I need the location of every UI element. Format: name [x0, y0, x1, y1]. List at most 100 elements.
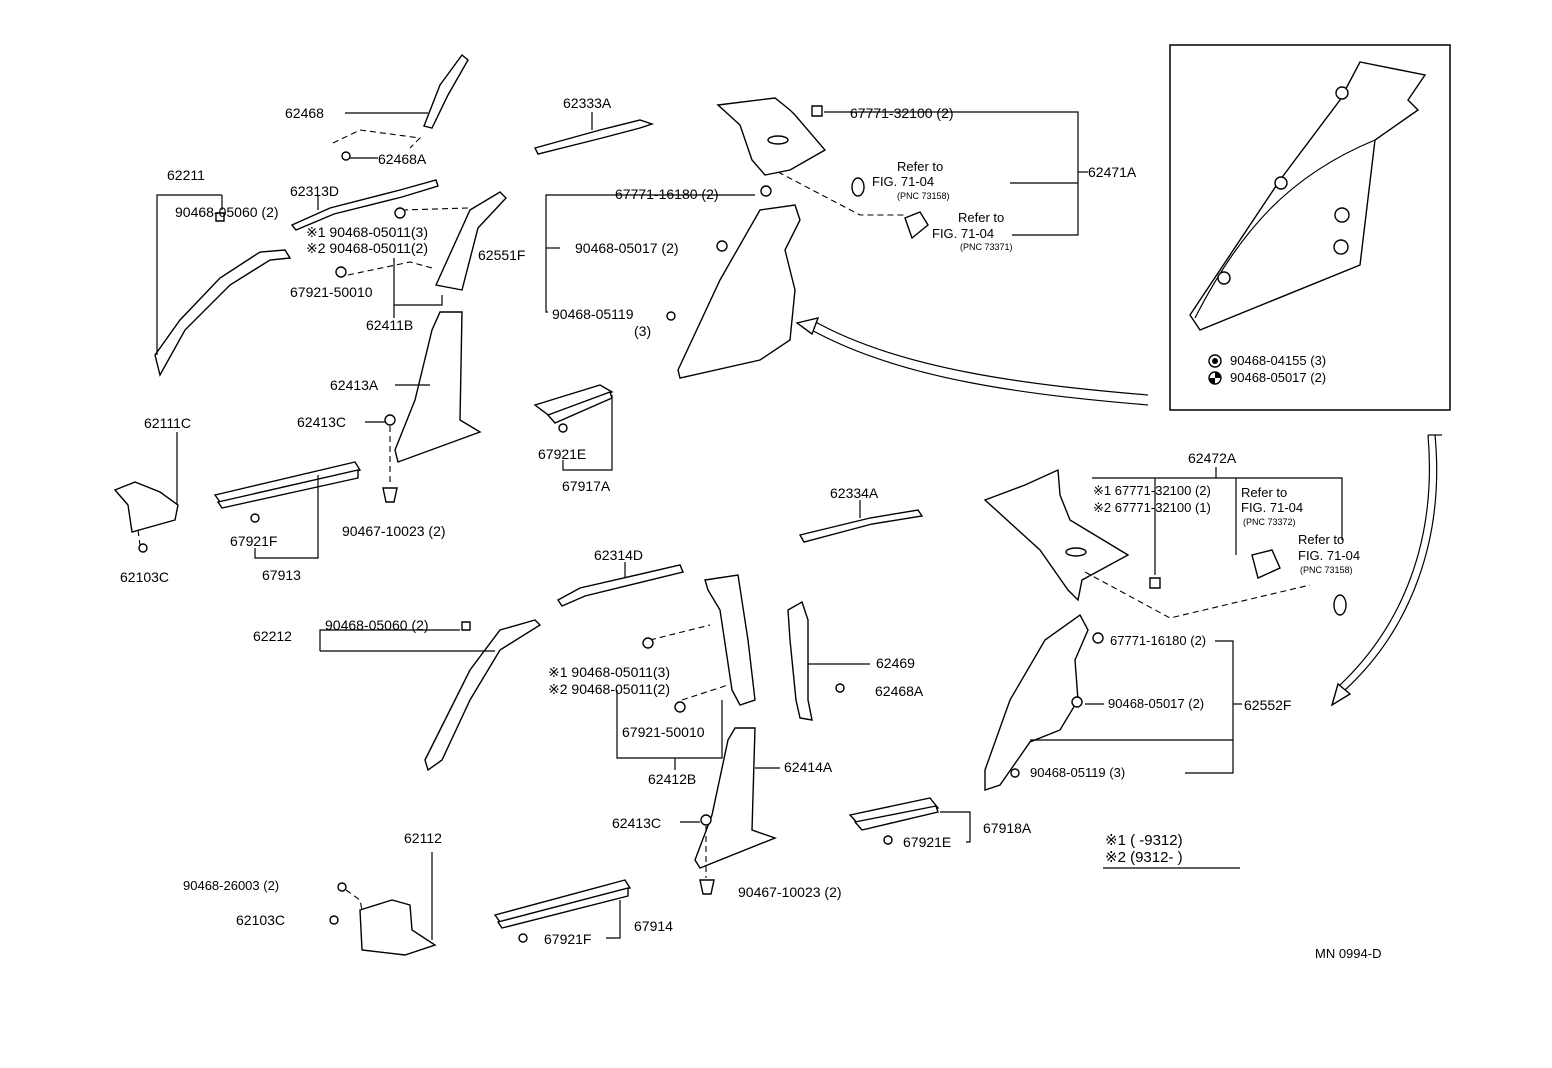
label-90468-05011-b2: ※2 90468-05011(2) — [548, 681, 671, 697]
clip-62413C-bot — [701, 815, 711, 825]
inset-frame — [1170, 45, 1450, 410]
part-67913 — [215, 462, 360, 502]
label-90468-05017-top: 90468-05017 (2) — [575, 240, 679, 256]
clip-62103C-top — [139, 544, 147, 552]
label-90468-05119-top-qty: (3) — [634, 323, 652, 339]
inset-legend-b: 90468-05017 (2) — [1230, 370, 1327, 385]
inset-legend-a: 90468-04155 (3) — [1230, 353, 1327, 368]
inset-clip-4 — [1335, 208, 1349, 222]
ref1-line1: Refer to — [897, 159, 944, 174]
part-62468 — [424, 55, 468, 128]
label-90468-05119-top: 90468-05119 — [552, 306, 634, 322]
inset-clip-2 — [1275, 177, 1287, 189]
inset-clip-3 — [1218, 272, 1230, 284]
part-62112 — [360, 900, 435, 955]
clip-90468-05011-bot — [643, 638, 653, 648]
label-62468A-top: 62468A — [378, 151, 427, 167]
clip-67771-16180-bot — [1093, 633, 1103, 643]
label-67921E-top: 67921E — [538, 446, 587, 462]
ref2-line2: FIG. 71-04 — [932, 226, 995, 241]
part-62211 — [155, 250, 290, 375]
clip-90468-05011-top — [395, 208, 405, 218]
label-90468-05060-top: 90468-05060 (2) — [175, 204, 279, 220]
part-62472A — [985, 470, 1128, 600]
label-67918A: 67918A — [983, 820, 1032, 836]
label-67921F-bot: 67921F — [544, 931, 592, 947]
part-62413A — [395, 312, 480, 462]
label-67914: 67914 — [634, 918, 673, 934]
label-90468-05011-a2: ※2 90468-05011(2) — [306, 240, 429, 256]
label-67913: 67913 — [262, 567, 301, 583]
clip-90468-05119-bot — [1011, 769, 1019, 777]
label-67921-50010-bot: 67921-50010 — [622, 724, 705, 740]
label-62313D: 62313D — [290, 183, 340, 199]
label-62314D: 62314D — [594, 547, 644, 563]
part-62111C — [115, 482, 178, 532]
part-62313D — [292, 180, 438, 230]
ref4-line2: FIG. 71-04 — [1298, 548, 1361, 563]
clip-90467-10023-bot — [700, 880, 714, 894]
label-62472A: 62472A — [1188, 450, 1237, 466]
label-90468-05011-a1: ※1 90468-05011(3) — [306, 224, 429, 240]
label-67921F-top: 67921F — [230, 533, 278, 549]
part-62469 — [788, 602, 812, 720]
clip-90468-05017-bot — [1072, 697, 1082, 707]
label-90468-05060-bot: 90468-05060 (2) — [325, 617, 429, 633]
clip-67771-16180-top — [761, 186, 771, 196]
label-62412B: 62412B — [648, 771, 697, 787]
inset-clip-5 — [1334, 240, 1348, 254]
label-62103C-top: 62103C — [120, 569, 170, 585]
clip-67921E-top — [559, 424, 567, 432]
label-62333A: 62333A — [563, 95, 612, 111]
part-62552F — [985, 615, 1088, 790]
label-62413C-bot: 62413C — [612, 815, 662, 831]
label-90468-05011-b1: ※1 90468-05011(3) — [548, 664, 671, 680]
clip-90468-05119-top — [667, 312, 675, 320]
part-62412B — [705, 575, 755, 705]
clip-90468-05017-top — [717, 241, 727, 251]
label-90467-10023-top: 90467-10023 (2) — [342, 523, 446, 539]
part-62334A — [800, 510, 922, 542]
clip-67771-32100-top — [812, 106, 822, 116]
clip-67771-32100-bot — [1150, 578, 1160, 588]
clip-90468-26003 — [338, 883, 346, 891]
drawing-number: MN 0994-D — [1315, 946, 1382, 961]
ref2-line3: (PNC 73371) — [960, 242, 1013, 252]
label-62552F: 62552F — [1244, 697, 1292, 713]
label-67771-16180-top: 67771-16180 (2) — [615, 186, 719, 202]
label-62468: 62468 — [285, 105, 324, 121]
part-62333A — [535, 120, 652, 154]
clip-90467-10023-top — [383, 488, 397, 502]
ref3-line2: FIG. 71-04 — [1241, 500, 1304, 515]
ref-part-73371 — [905, 212, 928, 238]
label-67921-50010-top: 67921-50010 — [290, 284, 373, 300]
ref3-line1: Refer to — [1241, 485, 1288, 500]
clip-90468-05060-bot — [462, 622, 470, 630]
label-62413A: 62413A — [330, 377, 379, 393]
label-67917A: 67917A — [562, 478, 611, 494]
label-62471A: 62471A — [1088, 164, 1137, 180]
ref2-line1: Refer to — [958, 210, 1005, 225]
label-62103C-bot: 62103C — [236, 912, 286, 928]
label-62334A: 62334A — [830, 485, 879, 501]
label-90468-05119-bot: 90468-05119 (3) — [1030, 765, 1126, 780]
ref1-line2: FIG. 71-04 — [872, 174, 935, 189]
label-62212: 62212 — [253, 628, 292, 644]
clip-67921-50010-bot — [675, 702, 685, 712]
ref4-line1: Refer to — [1298, 532, 1345, 547]
clip-62103C-bot — [330, 916, 338, 924]
inset-quarter-trim — [1190, 62, 1425, 330]
part-62414A — [695, 728, 775, 868]
clip-67921E-bot — [884, 836, 892, 844]
clip-62468A-bot — [836, 684, 844, 692]
label-67921E-bot: 67921E — [903, 834, 952, 850]
label-62411B: 62411B — [366, 317, 414, 333]
clip-62468A-top — [342, 152, 350, 160]
ref-part-73372 — [1252, 550, 1280, 578]
part-67914 — [495, 880, 630, 922]
label-62469: 62469 — [876, 655, 915, 671]
label-62414A: 62414A — [784, 759, 833, 775]
label-62111C: 62111C — [144, 415, 191, 431]
